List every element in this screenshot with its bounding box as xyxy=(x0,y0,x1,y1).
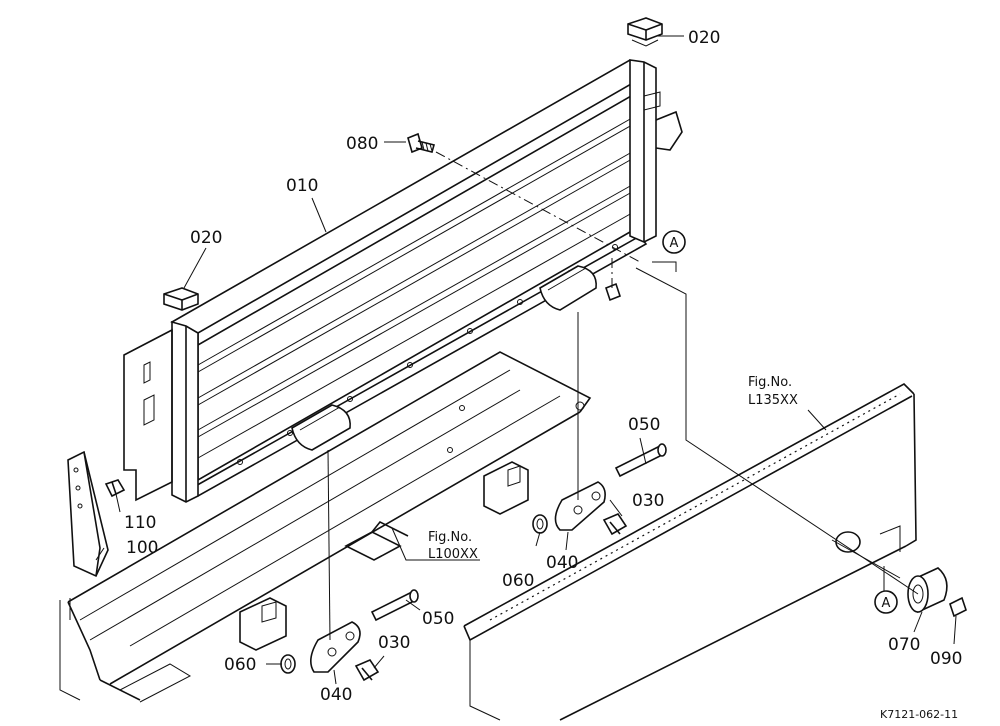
callout-080: 080 xyxy=(346,134,378,154)
side-body-panel xyxy=(463,383,917,721)
pin-050-right xyxy=(614,443,667,478)
callout-110: 110 xyxy=(124,513,156,533)
reference-marker-a-top: A xyxy=(662,230,686,254)
bolt-030-bottom xyxy=(354,659,380,682)
washer-060-bottom xyxy=(280,654,296,674)
callout-010: 010 xyxy=(286,176,318,196)
svg-text:A: A xyxy=(670,236,679,251)
nut-090 xyxy=(949,596,967,618)
svg-text:L100XX: L100XX xyxy=(428,547,478,562)
roller-070 xyxy=(907,567,948,614)
post-cap-top xyxy=(627,17,663,47)
callout-100: 100 xyxy=(126,538,158,558)
callout-030-bottom: 030 xyxy=(378,633,410,653)
gate-panel xyxy=(123,59,683,503)
callout-040-right: 040 xyxy=(546,553,578,573)
hinge-knuckle-left xyxy=(291,404,351,451)
svg-text:L135XX: L135XX xyxy=(748,393,798,408)
leader-lines xyxy=(95,35,957,685)
hinge-plate-040-bottom xyxy=(310,621,361,673)
callout-090: 090 xyxy=(930,649,962,669)
nut-small-right xyxy=(605,282,621,302)
callout-020-top: 020 xyxy=(688,28,720,48)
callout-050-right: 050 xyxy=(628,415,660,435)
truck-bed-platform xyxy=(59,351,592,703)
side-bracket-100 xyxy=(67,450,109,578)
callout-060-right: 060 xyxy=(502,571,534,591)
svg-text:Fig.No.: Fig.No. xyxy=(428,530,472,545)
callout-070: 070 xyxy=(888,635,920,655)
callout-050-bottom: 050 xyxy=(422,609,454,629)
assembly-centerlines xyxy=(327,151,919,641)
bolt-110 xyxy=(104,479,126,498)
hinge-base-right xyxy=(483,461,529,515)
reference-marker-a-bottom: A xyxy=(874,590,898,614)
washer-060-right xyxy=(532,514,548,534)
figure-ref-right: Fig.No. L135XX xyxy=(748,375,798,408)
callout-020-left: 020 xyxy=(190,228,222,248)
callout-060-bottom: 060 xyxy=(224,655,256,675)
hinge-knuckle-right xyxy=(539,265,597,311)
bolt-030-right xyxy=(602,513,628,536)
hinge-plate-040-right xyxy=(554,481,606,531)
bolt-080 xyxy=(407,132,435,154)
callout-040-bottom: 040 xyxy=(320,685,352,705)
drawing-code: K7121-062-11 xyxy=(880,708,958,721)
callout-030-right: 030 xyxy=(632,491,664,511)
svg-text:A: A xyxy=(882,596,891,611)
pin-050-bottom xyxy=(370,589,419,622)
svg-text:Fig.No.: Fig.No. xyxy=(748,375,792,390)
hinge-base-bottom xyxy=(239,597,287,651)
figure-ref-center: Fig.No. L100XX xyxy=(428,530,478,562)
post-cap-left xyxy=(163,287,199,311)
